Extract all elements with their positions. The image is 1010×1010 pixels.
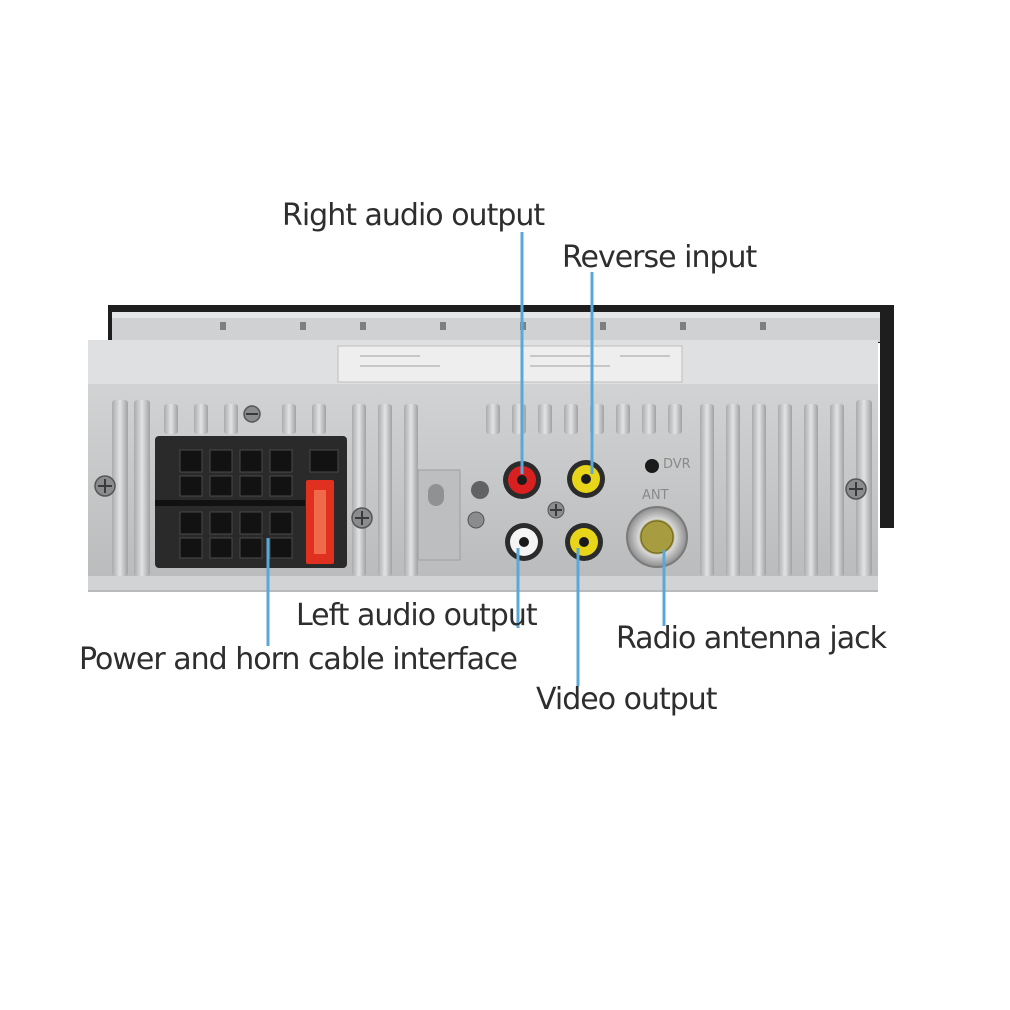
fuse-window bbox=[314, 490, 326, 554]
callout-right-audio-output: Right audio output bbox=[282, 198, 545, 233]
iso-power-connector bbox=[155, 436, 347, 568]
mounting-screw-right bbox=[845, 478, 867, 500]
mounting-screw-left bbox=[94, 475, 116, 497]
rca-video-output-jack bbox=[565, 523, 603, 561]
callout-radio-antenna-jack: Radio antenna jack bbox=[616, 621, 887, 656]
top-housing bbox=[108, 305, 894, 343]
chassis-side-edge bbox=[880, 336, 894, 528]
dvr-mark: DVR bbox=[663, 457, 691, 472]
cooling-fins bbox=[112, 400, 872, 576]
chassis-bottom-lip bbox=[88, 576, 878, 590]
ant-mark: ANT bbox=[642, 488, 669, 503]
dvr-port bbox=[645, 459, 659, 473]
antenna-jack bbox=[626, 506, 688, 568]
center-jack-screw bbox=[547, 501, 565, 519]
callout-reverse-input: Reverse input bbox=[562, 240, 757, 275]
callout-power-horn-cable-interface: Power and horn cable interface bbox=[79, 642, 518, 677]
rca-reverse-input-jack bbox=[567, 460, 605, 498]
side-screw bbox=[351, 507, 373, 529]
connector-screw bbox=[243, 405, 261, 423]
bracket-plate bbox=[417, 469, 489, 561]
rca-right-audio-jack bbox=[503, 461, 541, 499]
spec-sticker bbox=[337, 345, 683, 383]
callout-video-output: Video output bbox=[536, 682, 718, 717]
callout-left-audio-output: Left audio output bbox=[296, 598, 538, 633]
